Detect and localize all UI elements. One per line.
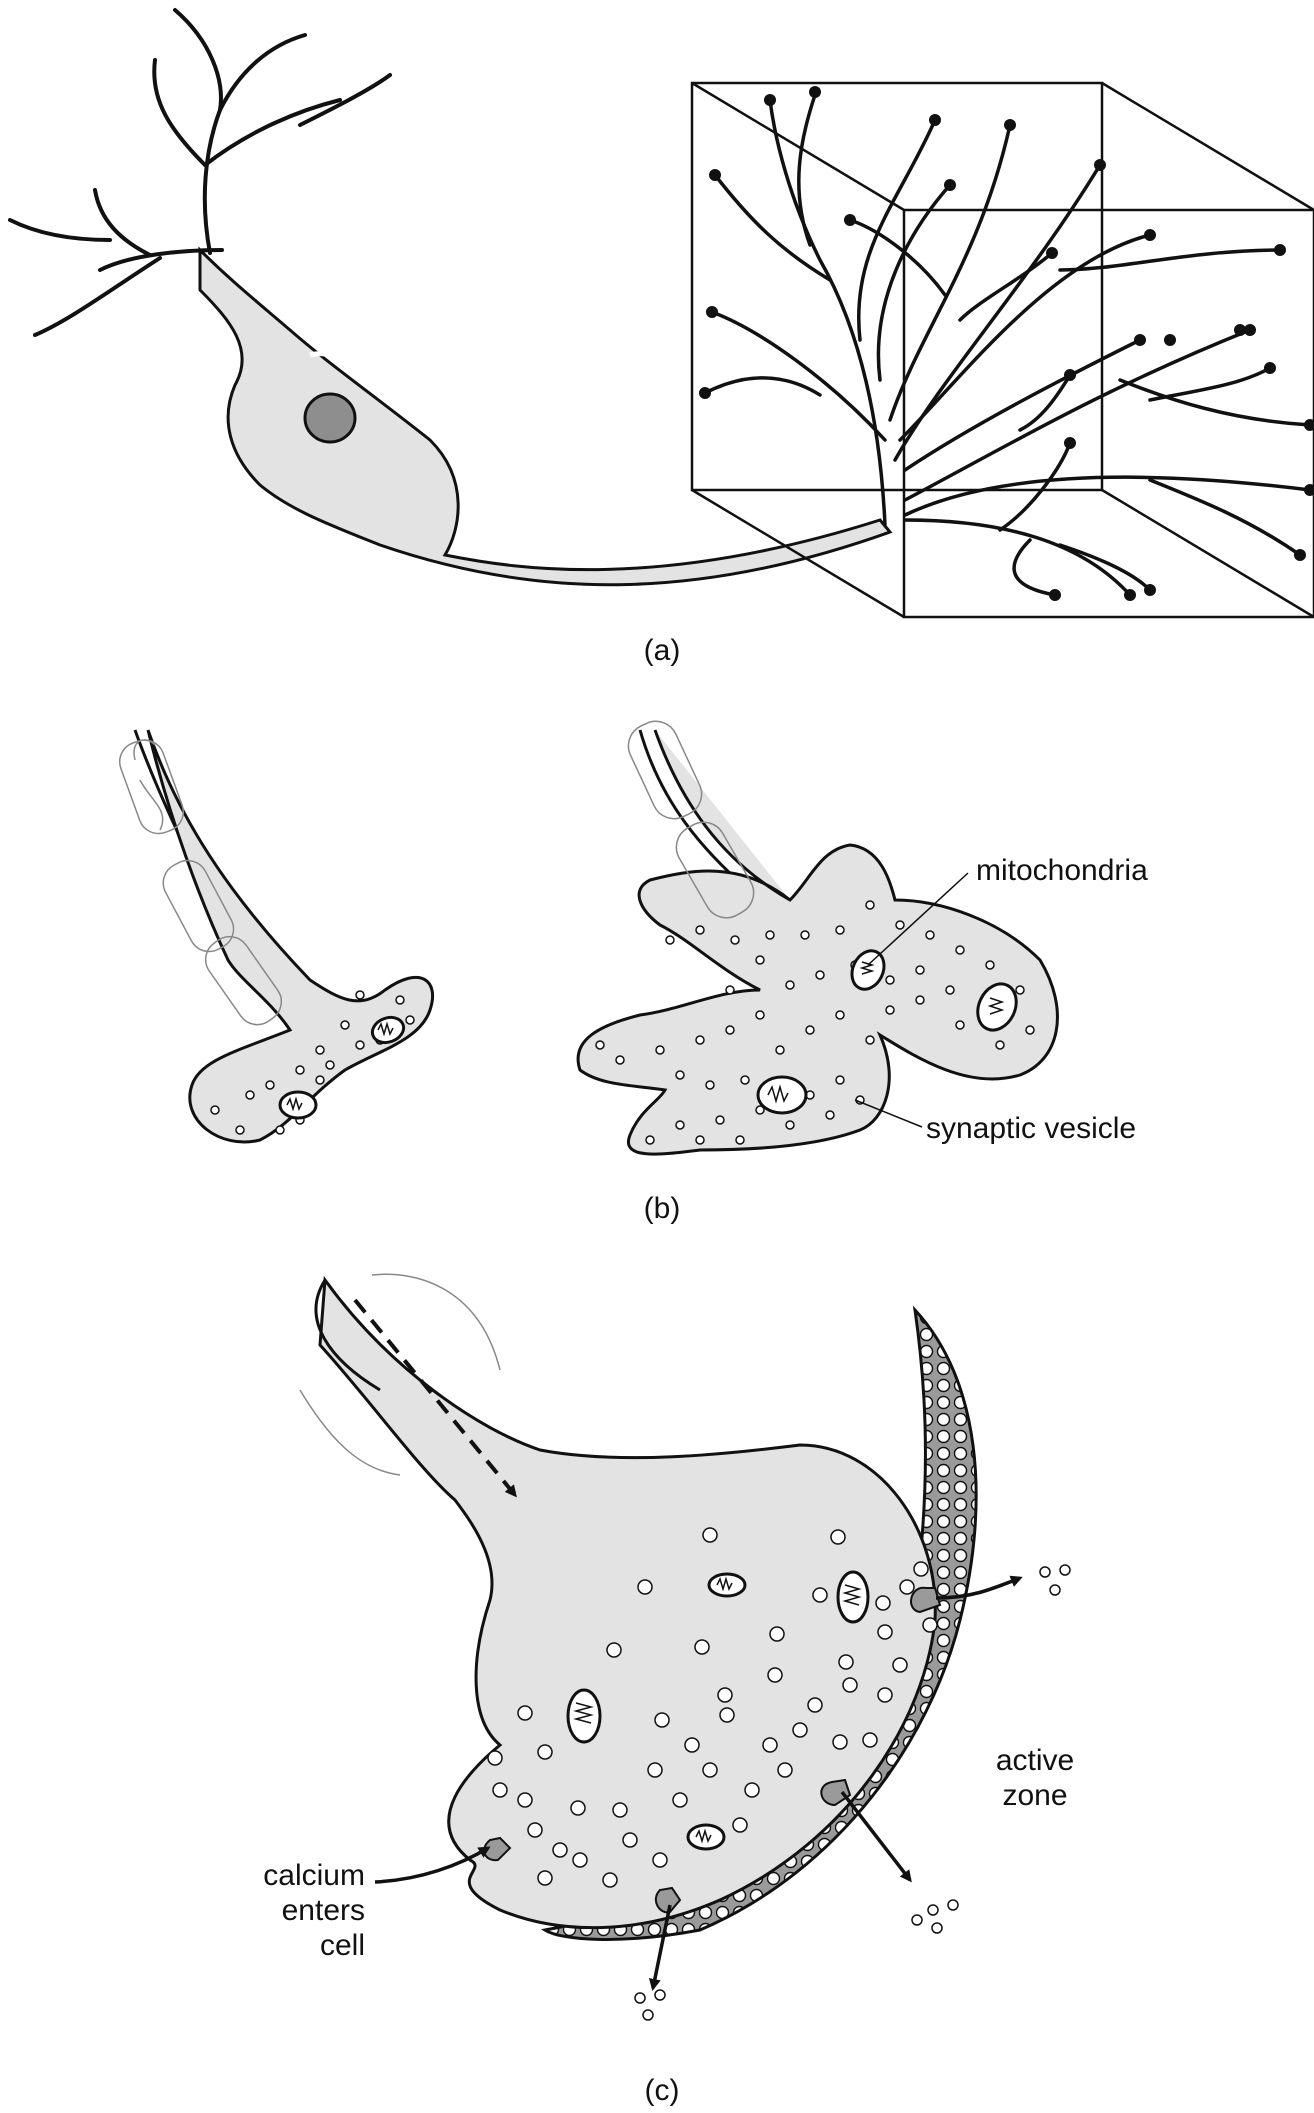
panel-a-label: (a) [644,634,681,667]
mitochondria-label: mitochondria [976,854,1148,887]
panel-a: (a) [10,10,1314,667]
large-bouton [578,730,1057,1154]
calcium-label-line3: cell [320,1929,365,1962]
axon-arbor [705,95,1310,595]
panel-c: active zone calcium enters cell (c) [263,1274,1074,2107]
panel-c-label: (c) [645,2074,680,2107]
cube [692,83,1314,617]
soma [200,250,890,585]
panel-b: mitochondria synaptic vesicle (b) [114,714,1148,1225]
nucleus [305,394,355,442]
active-zone-label-line1: active [996,1744,1074,1777]
synaptic-vesicle-label: synaptic vesicle [926,1112,1136,1145]
calcium-label-line2: enters [282,1894,365,1927]
active-zone-label-line2: zone [1002,1779,1067,1812]
calcium-label-line1: calcium [263,1859,365,1892]
small-bouton [148,730,433,1142]
panel-b-label: (b) [644,1192,681,1225]
